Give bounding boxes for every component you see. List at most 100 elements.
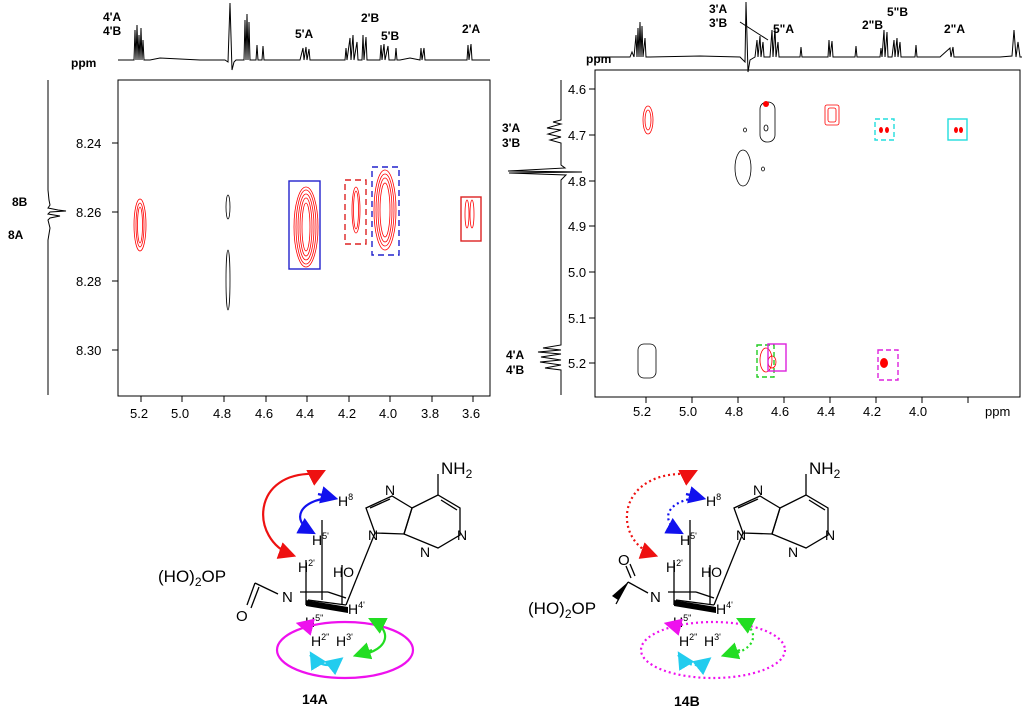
right-label-5b: 5"B	[887, 5, 908, 19]
right-ytick-2: 4.7	[568, 128, 586, 143]
left-xtick-3: 4.8	[213, 406, 231, 421]
left-xtick-9: 3.6	[462, 406, 480, 421]
right-xtick-4: 4.6	[771, 404, 789, 419]
left-ytick-2: 8.26	[76, 205, 101, 220]
nh2-label-a: NH2	[441, 459, 473, 481]
noe-arrow-magenta-b	[639, 620, 787, 680]
right-y-axis: 4.6 4.7 4.8 4.9 5.0 5.1 5.2	[568, 82, 595, 371]
left-box-red-solid	[460, 196, 482, 242]
right-top-1d-trace	[594, 1, 1022, 73]
n9-b: N	[736, 527, 746, 543]
left-box-blue-solid	[288, 180, 321, 270]
h8-label-b: H8	[706, 492, 721, 509]
left-side-1d-trace	[46, 80, 67, 395]
right-ytick-7: 5.2	[568, 356, 586, 371]
right-side-label-3b: 3'B	[502, 136, 521, 150]
left-y-axis: 8.24 8.26 8.28 8.30	[76, 136, 118, 358]
left-ytick-1: 8.24	[76, 136, 101, 151]
carbonyl-a	[246, 582, 279, 609]
right-spectrum: 3'A 3'B 5"A 2"B 5"B 2"A ppm 3'A 3'B 4'A …	[502, 1, 1022, 419]
right-xtick-5: 4.4	[817, 404, 835, 419]
n9-a: N	[368, 527, 378, 543]
right-label-5a: 5"A	[773, 22, 794, 36]
h2p-label-a: H2'	[298, 558, 315, 575]
noe-arrow-red-b	[625, 472, 691, 559]
noe-arrow-green-b	[727, 618, 756, 657]
right-ytick-4: 4.9	[568, 219, 586, 234]
o-label-b: O	[618, 552, 630, 569]
structure-14a: NH2 N N N N H8 H5' H2' HO N H5" H4' H2" …	[158, 459, 473, 707]
right-label-3-leader	[739, 21, 769, 41]
right-box-cyan-dashed	[874, 118, 895, 141]
left-ppm-label-top: ppm	[71, 56, 96, 70]
right-label-3a: 3'A	[709, 2, 728, 16]
right-xtick-3: 4.8	[725, 404, 743, 419]
right-box-cyan-solid	[947, 118, 968, 141]
noe-arrow-red-a	[262, 472, 319, 559]
o-label-a: O	[236, 608, 248, 625]
h3p-label-b: H3'	[704, 632, 721, 649]
n1-a: N	[457, 527, 467, 543]
left-xtick-2: 5.0	[171, 406, 189, 421]
right-ppm-label-top: ppm	[586, 52, 611, 66]
left-crosspeak-36	[464, 199, 475, 229]
h5p-label-a: H5'	[312, 531, 329, 548]
left-label-2a: 2'A	[462, 22, 481, 36]
n7-a: N	[385, 482, 395, 498]
left-label-5b: 5'B	[381, 29, 400, 43]
h2pp-label-a: H2"	[311, 632, 329, 649]
right-crosspeak-42-47	[879, 127, 889, 133]
right-xtick-7: 4.0	[909, 404, 927, 419]
wedge-bond-b	[612, 582, 628, 600]
left-xtick-6: 4.2	[338, 406, 356, 421]
right-plot-frame	[594, 69, 1021, 398]
left-plot-frame	[117, 79, 491, 397]
noe-arrow-blue-a	[296, 496, 331, 535]
right-side-1d-trace	[507, 80, 583, 395]
noe-arrow-magenta-a	[275, 620, 415, 680]
adenine-ring-b	[723, 474, 829, 581]
right-label-2a: 2"A	[944, 22, 965, 36]
right-crosspeak-39-47	[954, 127, 963, 133]
h5p-label-b: H5'	[680, 531, 697, 548]
structure-14b: NH2 N N N N H8 H5' H2' HO N H5" H4' H2" …	[528, 459, 841, 709]
h2pp-label-b: H2"	[679, 632, 697, 649]
right-crosspeak-44-466	[824, 104, 840, 126]
noe-arrow-cyan-b	[677, 654, 712, 676]
left-xtick-8: 3.8	[421, 406, 439, 421]
right-crosspeak-52-47	[642, 105, 654, 135]
left-xtick-4: 4.6	[255, 406, 273, 421]
right-ytick-6: 5.1	[568, 311, 586, 326]
left-label-4b: 4'B	[103, 24, 122, 38]
right-side-label-3a: 3'A	[502, 121, 521, 135]
left-side-label-8b: 8B	[12, 195, 28, 209]
compound-label-14a: 14A	[302, 691, 328, 707]
phosphonate-label-b: (HO)2OP	[528, 599, 596, 621]
right-xtick-2: 5.0	[679, 404, 697, 419]
right-xtick-unit: ppm	[985, 404, 1010, 419]
right-label-2b: 2"B	[862, 18, 883, 32]
left-crosspeak-44	[293, 186, 319, 268]
right-box-magenta-dashed	[877, 349, 899, 381]
right-box-green-dashed	[756, 344, 775, 378]
right-label-3b: 3'B	[709, 16, 728, 30]
noe-arrow-blue-b	[664, 496, 699, 535]
pyrrolidine-ring-a	[300, 520, 357, 606]
phosphonate-label-a: (HO)2OP	[158, 567, 226, 589]
right-box-magenta-solid	[767, 343, 787, 372]
carbonyl-b	[615, 563, 649, 605]
right-crosspeak-47-46	[763, 101, 769, 107]
right-xtick-6: 4.2	[863, 404, 881, 419]
left-spectrum: 4'A 4'B 5'A 2'B 5'B 2'A ppm 8B 8A 8.24 8…	[8, 2, 491, 421]
right-x-axis: 5.2 5.0 4.8 4.6 4.4 4.2 4.0 ppm	[633, 397, 1010, 419]
left-crosspeak-48	[225, 194, 231, 311]
left-ytick-4: 8.30	[76, 343, 101, 358]
h4p-label-a: H4'	[348, 600, 365, 617]
left-crosspeak-52	[133, 198, 147, 252]
ring-bold-edge-a	[306, 600, 348, 613]
right-xtick-1: 5.2	[633, 404, 651, 419]
left-side-label-8a: 8A	[8, 228, 24, 242]
right-ytick-1: 4.6	[568, 82, 586, 97]
left-xtick-7: 4.0	[379, 406, 397, 421]
